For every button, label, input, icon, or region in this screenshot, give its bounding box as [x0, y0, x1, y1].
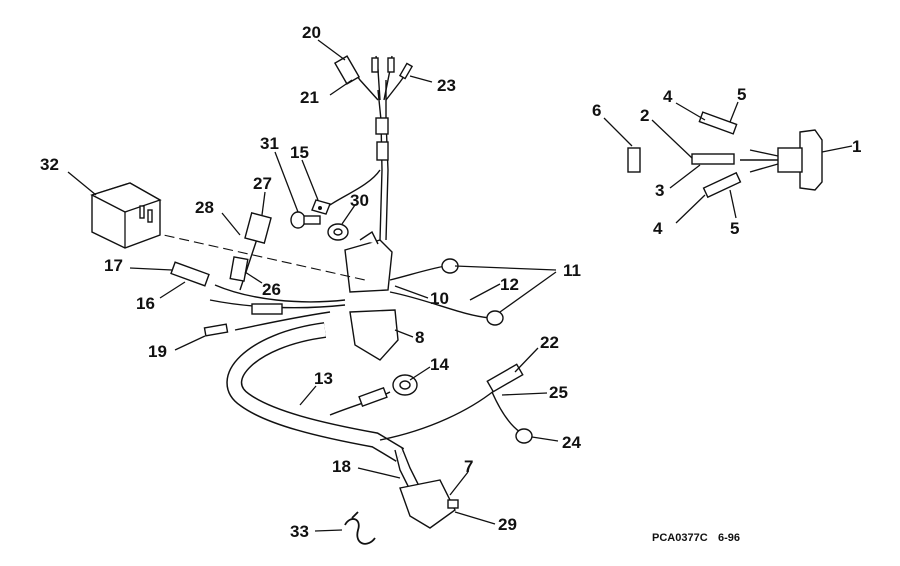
callout-3: 3 [655, 181, 664, 200]
callout-32: 32 [40, 155, 59, 174]
connector-17 [170, 261, 210, 287]
connector-22 [486, 363, 524, 393]
callout-5: 5 [737, 85, 746, 104]
callout-7: 7 [464, 457, 473, 476]
callout-28: 28 [195, 198, 214, 217]
callout-4: 4 [663, 87, 673, 106]
callout-20: 20 [302, 23, 321, 42]
leader-lines [67, 39, 853, 532]
callout-11: 11 [563, 261, 581, 280]
callout-22: 22 [540, 333, 559, 352]
callout-27: 27 [253, 174, 272, 193]
drawing-code: PCA0377C [652, 532, 708, 544]
callout-25: 25 [549, 383, 568, 402]
wire-sleeve [375, 117, 389, 135]
connector-20 [333, 55, 361, 85]
callout-4b: 4 [653, 219, 663, 238]
wire-sleeve [376, 141, 389, 161]
connector-7 [399, 479, 456, 529]
screw-31 [290, 211, 321, 229]
callout-12: 12 [500, 275, 519, 294]
junction-bracket [344, 239, 393, 293]
callout-2: 2 [640, 106, 649, 125]
connector-26 [229, 256, 249, 282]
callout-15: 15 [290, 143, 309, 162]
callout-29: 29 [498, 515, 517, 534]
callout-19: 19 [148, 342, 167, 361]
callout-6: 6 [592, 101, 601, 120]
switch-1 [799, 129, 823, 191]
washer-30 [327, 223, 349, 241]
callout-26: 26 [262, 280, 281, 299]
connector-27 [244, 211, 272, 245]
callout-33: 33 [290, 522, 309, 541]
fuse-6 [627, 147, 641, 173]
callout-23: 23 [437, 76, 456, 95]
callout-14: 14 [430, 355, 449, 374]
callout-10: 10 [430, 289, 449, 308]
callout-18: 18 [332, 457, 351, 476]
connector-19 [203, 323, 229, 337]
callout-labels: 1 2 3 4 4 5 5 6 7 8 10 11 12 13 14 15 16… [40, 23, 861, 541]
callout-30: 30 [350, 191, 369, 210]
relay-32 [90, 182, 162, 249]
clip-33 [344, 511, 376, 545]
callout-8: 8 [415, 328, 424, 347]
callout-1: 1 [852, 137, 861, 156]
callout-31: 31 [260, 134, 279, 153]
switch-assembly [627, 111, 823, 199]
callout-16: 16 [136, 294, 155, 313]
callout-13: 13 [314, 369, 333, 388]
callout-24: 24 [562, 433, 581, 452]
drawing-date: 6-96 [718, 532, 740, 544]
callout-21: 21 [300, 88, 319, 107]
callout-5b: 5 [730, 219, 739, 238]
wire-sleeve [251, 303, 283, 315]
terminal-block-8 [349, 309, 399, 361]
callout-17: 17 [104, 256, 123, 275]
